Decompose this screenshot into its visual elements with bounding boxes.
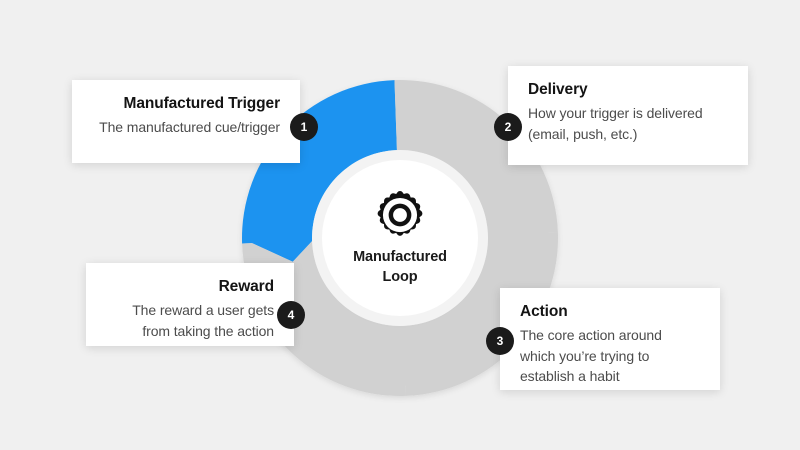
step-card-2-title: Delivery — [528, 81, 588, 98]
hub-label-line2: Loop — [382, 268, 418, 285]
step-card-1-title: Manufactured Trigger — [123, 95, 281, 112]
step-badge-3[interactable]: 3 — [486, 327, 514, 355]
step-badge-4[interactable]: 4 — [277, 301, 305, 329]
step-card-1[interactable]: Manufactured Trigger The manufactured cu… — [72, 80, 300, 163]
step-card-4[interactable]: Reward The reward a user gets from takin… — [86, 263, 294, 346]
cycle-segment-3[interactable] — [380, 232, 563, 396]
step-badge-2[interactable]: 2 — [494, 113, 522, 141]
step-card-3-title: Action — [520, 303, 568, 320]
hub-label: Manufactured Loop — [353, 248, 447, 286]
step-card-2-description: How your trigger is delivered (email, pu… — [528, 105, 703, 142]
step-card-2[interactable]: Delivery How your trigger is delivered (… — [508, 66, 748, 165]
gear-icon — [377, 191, 423, 237]
cycle-segment-2[interactable] — [394, 75, 558, 258]
step-card-4-title: Reward — [218, 278, 275, 295]
step-card-4-description: The reward a user gets from taking the a… — [132, 302, 274, 339]
cycle-segment-1[interactable] — [237, 80, 401, 263]
step-badge-1[interactable]: 1 — [290, 113, 318, 141]
step-card-3-description: The core action around which you’re tryi… — [520, 327, 662, 385]
hub-label-line1: Manufactured — [353, 249, 447, 266]
center-hub: Manufactured Loop — [322, 160, 478, 316]
step-card-1-description: The manufactured cue/trigger — [99, 119, 280, 136]
step-card-3[interactable]: Action The core action around which you’… — [500, 288, 720, 390]
